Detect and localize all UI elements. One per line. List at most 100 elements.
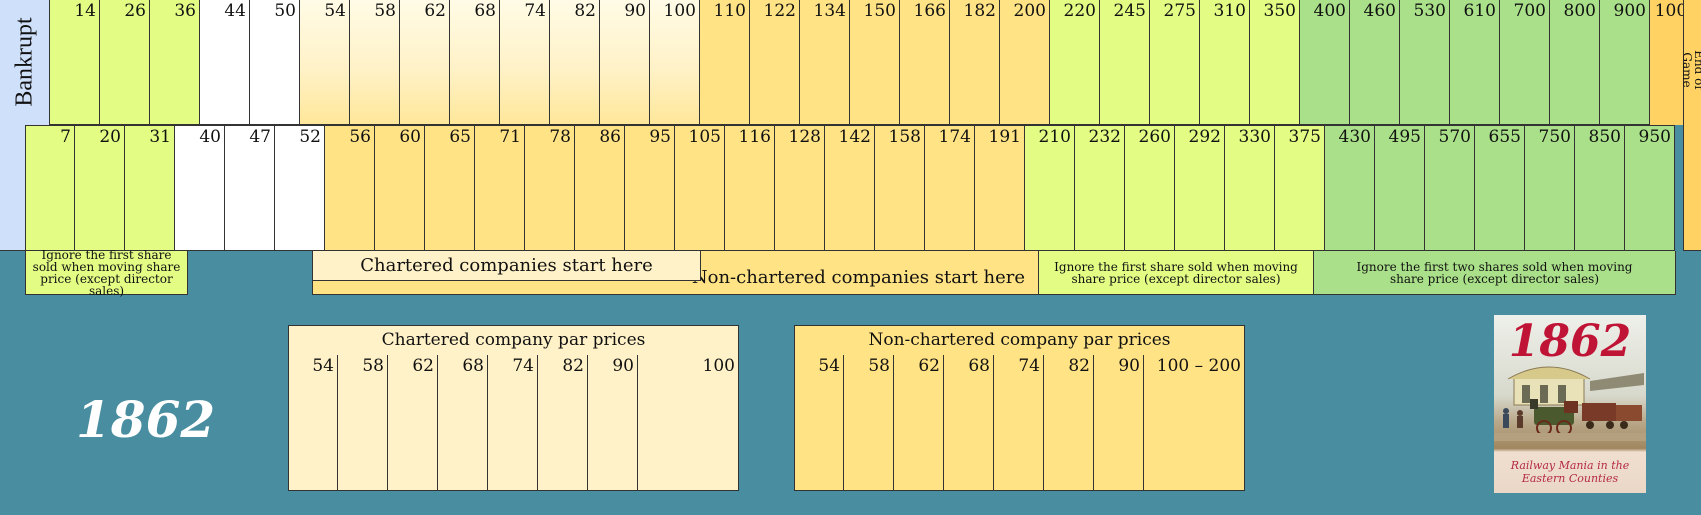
market-space-900[interactable]: 900 [1600,0,1650,125]
market-space-245[interactable]: 245 [1100,0,1150,125]
market-space-400[interactable]: 400 [1300,0,1350,125]
non-chartered_par-space-7[interactable]: 100 – 200 [1144,355,1245,491]
box-art-subtitle: Railway Mania in the Eastern Counties [1510,459,1630,485]
market-space-750[interactable]: 750 [1525,125,1575,251]
market-space-100[interactable]: 100 [650,0,700,125]
chartered-par-space-2[interactable]: 62 [388,355,438,491]
non-chartered_par-space-2[interactable]: 62 [894,355,944,491]
market-space-460[interactable]: 460 [1350,0,1400,125]
market-space-44[interactable]: 44 [200,0,250,125]
market-space-850[interactable]: 850 [1575,125,1625,251]
market-space-142[interactable]: 142 [825,125,875,251]
market-space-20[interactable]: 20 [75,125,125,251]
market-space-122[interactable]: 122 [750,0,800,125]
non-chartered-start-text: Non-chartered companies start here [691,266,1025,288]
market-space-128[interactable]: 128 [775,125,825,251]
box-art: 1862 Railway Mania in the Eastern Counti… [1494,315,1646,493]
ignore-first-share-note-right-text: Ignore the first share sold when moving … [1054,259,1298,286]
market-space-150[interactable]: 150 [850,0,900,125]
market-space-260[interactable]: 260 [1125,125,1175,251]
end-of-game-label: End of Game [1680,50,1701,90]
market-space-116[interactable]: 116 [725,125,775,251]
market-space-14[interactable]: 14 [50,0,100,125]
chartered-par-title: Chartered company par prices [288,325,739,356]
bankrupt-label: Bankrupt [11,17,38,107]
market-space-65[interactable]: 65 [425,125,475,251]
chartered-par-space-4[interactable]: 74 [488,355,538,491]
chartered-par-space-7[interactable]: 100 [638,355,739,491]
market-space-275[interactable]: 275 [1150,0,1200,125]
market-space-800[interactable]: 800 [1550,0,1600,125]
market-space-495[interactable]: 495 [1375,125,1425,251]
market-space-86[interactable]: 86 [575,125,625,251]
market-space-158[interactable]: 158 [875,125,925,251]
market-space-134[interactable]: 134 [800,0,850,125]
market-space-700[interactable]: 700 [1500,0,1550,125]
chartered-par-space-5[interactable]: 82 [538,355,588,491]
chartered-start-text: Chartered companies start here [360,254,653,276]
market-space-68[interactable]: 68 [450,0,500,125]
market-space-174[interactable]: 174 [925,125,975,251]
market-space-182[interactable]: 182 [950,0,1000,125]
market-space-60[interactable]: 60 [375,125,425,251]
market-space-530[interactable]: 530 [1400,0,1450,125]
market-space-95[interactable]: 95 [625,125,675,251]
chartered-par-space-3[interactable]: 68 [438,355,488,491]
market-space-292[interactable]: 292 [1175,125,1225,251]
market-space-166[interactable]: 166 [900,0,950,125]
market-space-570[interactable]: 570 [1425,125,1475,251]
non-chartered_par-space-1[interactable]: 58 [844,355,894,491]
non-chartered_par-space-0[interactable]: 54 [794,355,844,491]
box-art-title: 1862 [1508,316,1632,367]
chartered-start-banner: Chartered companies start here [312,251,701,281]
non-chartered_par-space-4[interactable]: 74 [994,355,1044,491]
market-space-330[interactable]: 330 [1225,125,1275,251]
non-chartered-par-title: Non-chartered company par prices [794,325,1245,356]
market-space-82[interactable]: 82 [550,0,600,125]
station-illustration [1494,366,1646,441]
market-space-50[interactable]: 50 [250,0,300,125]
market-space-40[interactable]: 40 [175,125,225,251]
market-space-200[interactable]: 200 [1000,0,1050,125]
market-space-950[interactable]: 950 [1625,125,1675,251]
market-space-62[interactable]: 62 [400,0,450,125]
ignore-first-share-note-left-text: Ignore the first share sold when moving … [32,247,181,298]
market-space-375[interactable]: 375 [1275,125,1325,251]
market-space-47[interactable]: 47 [225,125,275,251]
market-space-7[interactable]: 7 [25,125,75,251]
market-space-310[interactable]: 310 [1200,0,1250,125]
market-space-110[interactable]: 110 [700,0,750,125]
non-chartered_par-space-3[interactable]: 68 [944,355,994,491]
market-space-26[interactable]: 26 [100,0,150,125]
chartered-par-space-0[interactable]: 54 [288,355,338,491]
market-space-220[interactable]: 220 [1050,0,1100,125]
market-space-210[interactable]: 210 [1025,125,1075,251]
ignore-two-shares-note-text: Ignore the first two shares sold when mo… [1356,259,1633,286]
market-space-36[interactable]: 36 [150,0,200,125]
market-space-191[interactable]: 191 [975,125,1025,251]
market-space-350[interactable]: 350 [1250,0,1300,125]
market-space-78[interactable]: 78 [525,125,575,251]
market-space-655[interactable]: 655 [1475,125,1525,251]
ignore-two-shares-note: Ignore the first two shares sold when mo… [1313,251,1676,295]
market-space-74[interactable]: 74 [500,0,550,125]
market-space-31[interactable]: 31 [125,125,175,251]
market-space-610[interactable]: 610 [1450,0,1500,125]
market-space-71[interactable]: 71 [475,125,525,251]
market-space-105[interactable]: 105 [675,125,725,251]
chartered-par-space-6[interactable]: 90 [588,355,638,491]
ignore-first-share-note-right: Ignore the first share sold when moving … [1038,251,1314,295]
non-chartered_par-space-6[interactable]: 90 [1094,355,1144,491]
market-space-430[interactable]: 430 [1325,125,1375,251]
game-title: 1862 [76,390,216,449]
end-of-game-space[interactable]: End of Game [1680,0,1701,251]
ignore-first-share-note-left: Ignore the first share sold when moving … [25,247,188,298]
non-chartered_par-space-5[interactable]: 82 [1044,355,1094,491]
market-space-54[interactable]: 54 [300,0,350,125]
chartered-par-space-1[interactable]: 58 [338,355,388,491]
market-space-52[interactable]: 52 [275,125,325,251]
market-space-56[interactable]: 56 [325,125,375,251]
market-space-90[interactable]: 90 [600,0,650,125]
market-space-232[interactable]: 232 [1075,125,1125,251]
market-space-58[interactable]: 58 [350,0,400,125]
